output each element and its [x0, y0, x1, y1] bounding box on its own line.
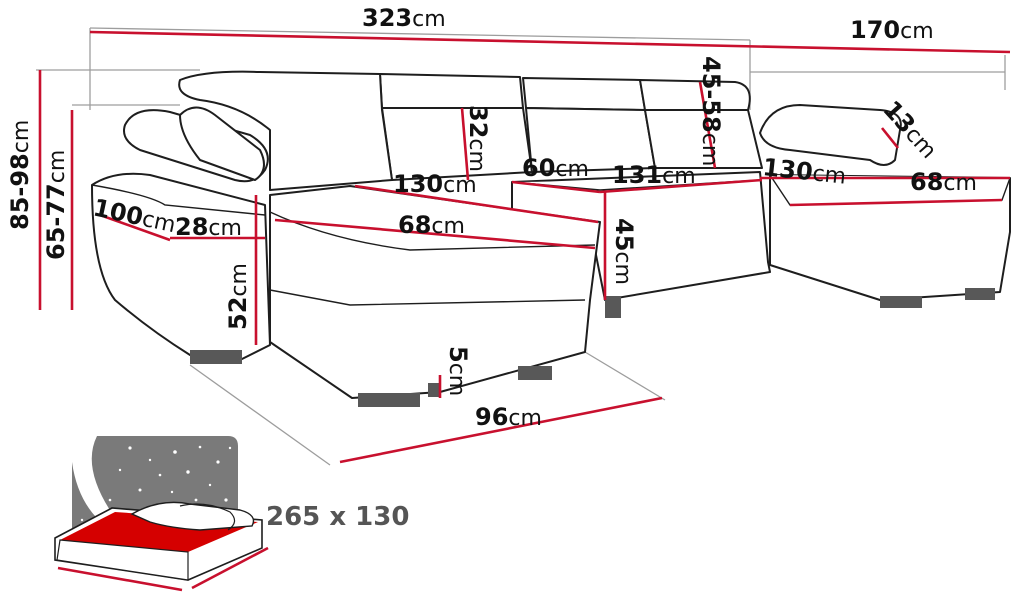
- dim-line-45-58: [698, 81, 717, 169]
- label-backrest-height: 32cm: [464, 105, 492, 172]
- dim-line-96: [339, 396, 663, 464]
- middle-leg: [605, 296, 621, 318]
- label-armrest-height: 52cm: [224, 263, 252, 330]
- label-width-total: 323cm: [362, 4, 446, 32]
- dim-line-323: [89, 30, 1011, 54]
- bed-length-arrow: [57, 566, 183, 592]
- label-armrest-width: 28cm: [175, 213, 242, 241]
- back-headrest-3: [639, 79, 751, 111]
- sofa-drawing: [91, 70, 1011, 407]
- left-chaise-leg-2: [518, 366, 552, 380]
- dim-line-130-left: [354, 184, 599, 224]
- label-width-right: 170cm: [850, 16, 934, 44]
- label-right-chaise-width: 68cm: [910, 168, 977, 196]
- dim-line-68-right: [789, 198, 1003, 207]
- label-height-total: 85-98cm: [6, 120, 34, 230]
- bed-width-arrow: [191, 546, 269, 590]
- label-left-chaise-length: 130cm: [393, 170, 477, 198]
- back-headrest-1: [379, 73, 524, 109]
- left-chaise-leg: [358, 393, 420, 407]
- dim-line-13: [880, 127, 900, 149]
- left-chaise-leg-3: [428, 383, 440, 397]
- dim-line-100: [99, 213, 171, 242]
- guide-lines: [36, 27, 1006, 466]
- label-height-back: 65-77cm: [42, 150, 70, 260]
- bed-size-label: 265 x 130: [266, 502, 409, 532]
- night-sky-icon: [91, 436, 238, 522]
- left-armrest: [91, 172, 271, 361]
- right-chaise-leg-2: [965, 288, 995, 300]
- dim-line-32: [460, 107, 470, 181]
- back-headrest-2: [522, 77, 646, 111]
- armrest-leg: [190, 350, 242, 364]
- label-chaise-depth-floor: 96cm: [475, 403, 542, 431]
- label-middle-seat-width: 131cm: [612, 161, 696, 189]
- right-chaise-leg: [880, 296, 922, 308]
- dimension-lines: [38, 30, 1011, 464]
- label-left-chaise-width: 68cm: [398, 211, 465, 239]
- dim-line-131: [599, 178, 763, 194]
- label-leg-height: 5cm: [444, 346, 472, 396]
- label-seat-depth: 60cm: [522, 154, 589, 182]
- right-headrest: [759, 104, 902, 166]
- label-headrest-range: 45-58cm: [697, 56, 725, 166]
- left-headrest-pillow-2: [179, 106, 265, 181]
- dim-line-68-left: [274, 218, 596, 250]
- back-cushion-3: [644, 109, 763, 169]
- dimension-labels: 323cm 170cm 85-98cm 65-77cm 100cm 28cm 5…: [6, 4, 977, 431]
- night-sky-lower: [72, 462, 130, 540]
- label-seat-height: 45cm: [610, 218, 638, 285]
- dim-line-60: [511, 180, 601, 194]
- label-right-chaise-length: 130cm: [761, 153, 847, 190]
- bed-function-icon: 265 x 130: [54, 436, 409, 592]
- left-backrest: [178, 70, 393, 191]
